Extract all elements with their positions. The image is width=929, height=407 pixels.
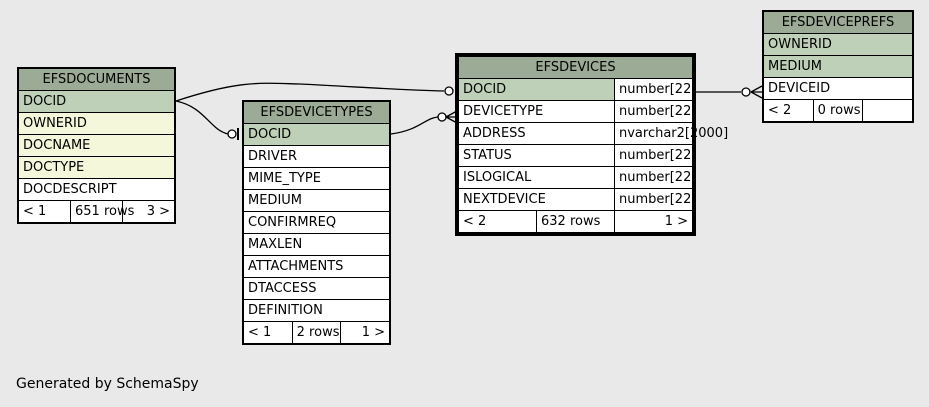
column-deviceid[interactable]: DEVICEID bbox=[763, 77, 913, 100]
parents-count[interactable]: 1 > bbox=[614, 210, 693, 233]
parents-count[interactable]: 1 > bbox=[340, 321, 390, 344]
generated-by-caption: Generated by SchemaSpy bbox=[16, 376, 199, 392]
table-title[interactable]: EFSDEVICETYPES bbox=[243, 101, 390, 124]
relation-zero-marker bbox=[741, 87, 751, 97]
parents-count[interactable]: 3 > bbox=[122, 200, 175, 223]
children-count[interactable]: < 2 bbox=[763, 99, 814, 122]
relation-documents-devices bbox=[175, 82, 445, 102]
children-count[interactable]: < 1 bbox=[18, 200, 71, 223]
column-docid[interactable]: DOCID bbox=[243, 123, 390, 146]
column-docname[interactable]: DOCNAME bbox=[18, 134, 175, 157]
column-devicetype[interactable]: DEVICETYPE bbox=[458, 100, 615, 123]
column-type: number[22] bbox=[614, 100, 696, 123]
column-status[interactable]: STATUS bbox=[458, 144, 615, 167]
column-type: nvarchar2[2000] bbox=[614, 122, 728, 145]
column-type: number[22] bbox=[614, 188, 696, 211]
column-maxlen[interactable]: MAXLEN bbox=[243, 233, 390, 256]
table-title[interactable]: EFSDEVICEPREFS bbox=[763, 11, 913, 34]
column-nextdevice[interactable]: NEXTDEVICE bbox=[458, 188, 615, 211]
row-count: 2 rows bbox=[291, 321, 342, 344]
table-efsdevicetypes[interactable]: EFSDEVICETYPES DOCID DRIVER MIME_TYPE ME… bbox=[242, 100, 391, 345]
relation-documents-devicetypes bbox=[175, 100, 229, 135]
column-attachments[interactable]: ATTACHMENTS bbox=[243, 255, 390, 278]
row-count: 632 rows bbox=[536, 210, 615, 233]
table-title[interactable]: EFSDEVICES bbox=[458, 56, 693, 79]
column-type: number[22] bbox=[614, 78, 696, 101]
row-count: 651 rows bbox=[70, 200, 134, 223]
table-efsdeviceprefs[interactable]: EFSDEVICEPREFS OWNERID MEDIUM DEVICEID <… bbox=[762, 10, 914, 123]
children-count[interactable]: < 1 bbox=[243, 321, 293, 344]
column-confirmreq[interactable]: CONFIRMREQ bbox=[243, 211, 390, 234]
column-type: number[22] bbox=[614, 144, 696, 167]
parents-count bbox=[862, 99, 913, 122]
relation-zero-marker bbox=[444, 86, 454, 96]
column-ownerid[interactable]: OWNERID bbox=[18, 112, 175, 135]
table-title[interactable]: EFSDOCUMENTS bbox=[18, 68, 175, 91]
column-medium[interactable]: MEDIUM bbox=[763, 55, 913, 78]
relation-devicetypes-devices bbox=[390, 116, 439, 135]
table-efsdevices[interactable]: EFSDEVICES DOCID number[22] DEVICETYPE n… bbox=[455, 53, 728, 236]
column-definition[interactable]: DEFINITION bbox=[243, 299, 390, 322]
column-driver[interactable]: DRIVER bbox=[243, 145, 390, 168]
column-medium[interactable]: MEDIUM bbox=[243, 189, 390, 212]
column-islogical[interactable]: ISLOGICAL bbox=[458, 166, 615, 189]
column-mime-type[interactable]: MIME_TYPE bbox=[243, 167, 390, 190]
column-docdescript[interactable]: DOCDESCRIPT bbox=[18, 178, 175, 201]
column-address[interactable]: ADDRESS bbox=[458, 122, 615, 145]
children-count[interactable]: < 2 bbox=[458, 210, 537, 233]
relation-zero-marker bbox=[437, 112, 447, 122]
column-docid[interactable]: DOCID bbox=[458, 78, 615, 101]
column-docid[interactable]: DOCID bbox=[18, 90, 175, 113]
column-ownerid[interactable]: OWNERID bbox=[763, 33, 913, 56]
relation-zero-marker bbox=[227, 129, 237, 139]
column-type: number[22] bbox=[614, 166, 696, 189]
column-doctype[interactable]: DOCTYPE bbox=[18, 156, 175, 179]
row-count: 0 rows bbox=[812, 99, 864, 122]
table-efsdocuments[interactable]: EFSDOCUMENTS DOCID OWNERID DOCNAME DOCTY… bbox=[17, 67, 176, 224]
column-dtaccess[interactable]: DTACCESS bbox=[243, 277, 390, 300]
relation-many-marker bbox=[750, 85, 763, 99]
